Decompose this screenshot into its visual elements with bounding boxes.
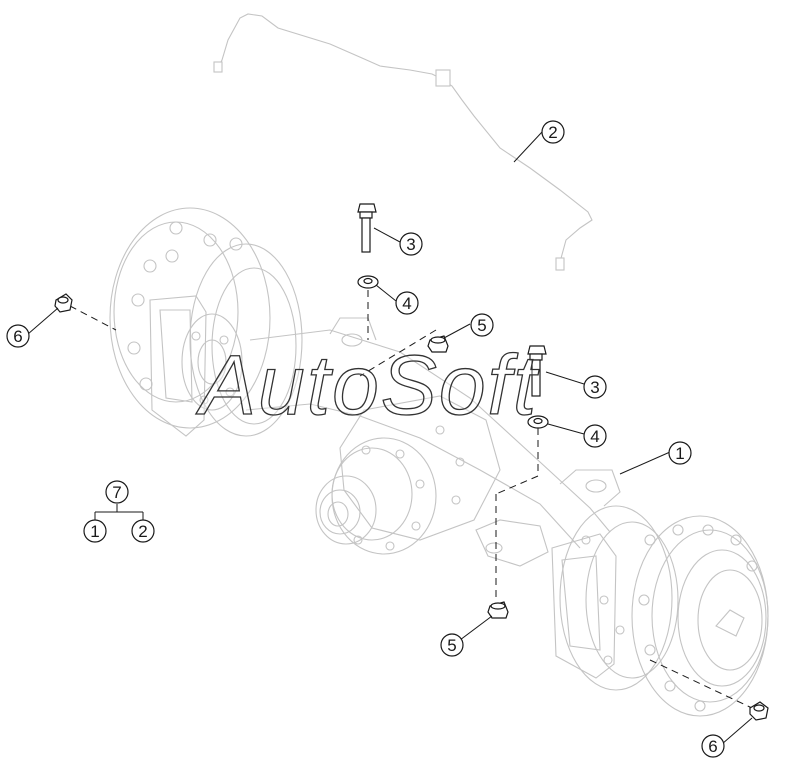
nut-lower xyxy=(487,601,509,619)
assembly-lines xyxy=(69,290,753,709)
right-wheel-hub xyxy=(551,505,769,717)
assembly-tree-child-1: 1 xyxy=(83,519,107,543)
callout-3-upper-label: 3 xyxy=(406,235,415,254)
differential-carrier xyxy=(315,425,465,555)
nut-upper xyxy=(427,335,449,353)
brake-pipe xyxy=(213,13,593,271)
callout-1-label: 1 xyxy=(675,444,684,463)
bolt-upper xyxy=(357,203,377,253)
callout-6-right-label: 6 xyxy=(708,737,717,756)
callout-4-lower: 4 xyxy=(583,424,607,448)
callout-2-label: 2 xyxy=(548,123,557,142)
callout-5-lower: 5 xyxy=(440,633,464,657)
callout-5-upper: 5 xyxy=(470,313,494,337)
bolt-lower xyxy=(527,345,547,397)
callout-6-right: 6 xyxy=(701,734,725,758)
callout-3-lower-label: 3 xyxy=(590,378,599,397)
wheel-nut-right xyxy=(749,701,769,721)
callout-6-left: 6 xyxy=(6,324,30,348)
assembly-tree: 7 1 2 xyxy=(83,480,155,543)
assembly-tree-child-2: 2 xyxy=(131,519,155,543)
watermark-text: AutoSoft xyxy=(195,338,540,432)
callout-4-upper-label: 4 xyxy=(402,294,411,313)
washer-lower xyxy=(527,415,549,429)
callout-6-left-label: 6 xyxy=(13,327,22,346)
wheel-nut-left xyxy=(54,293,73,313)
callout-4-upper: 4 xyxy=(395,291,419,315)
axle-housing xyxy=(245,317,621,567)
callout-2: 2 xyxy=(541,120,565,144)
callout-4-lower-label: 4 xyxy=(590,427,599,446)
leader-lines xyxy=(27,131,753,745)
washer-upper xyxy=(357,275,379,289)
callout-5-lower-label: 5 xyxy=(447,636,456,655)
assembly-tree-parent: 7 xyxy=(105,480,129,504)
callout-1: 1 xyxy=(668,441,692,465)
assembly-tree-child-1-label: 1 xyxy=(90,522,99,541)
callout-3-lower: 3 xyxy=(583,375,607,399)
assembly-tree-parent-label: 7 xyxy=(112,483,121,502)
callout-3-upper: 3 xyxy=(399,232,423,256)
callout-5-upper-label: 5 xyxy=(477,316,486,335)
assembly-tree-child-2-label: 2 xyxy=(138,522,147,541)
left-wheel-hub xyxy=(109,207,303,437)
